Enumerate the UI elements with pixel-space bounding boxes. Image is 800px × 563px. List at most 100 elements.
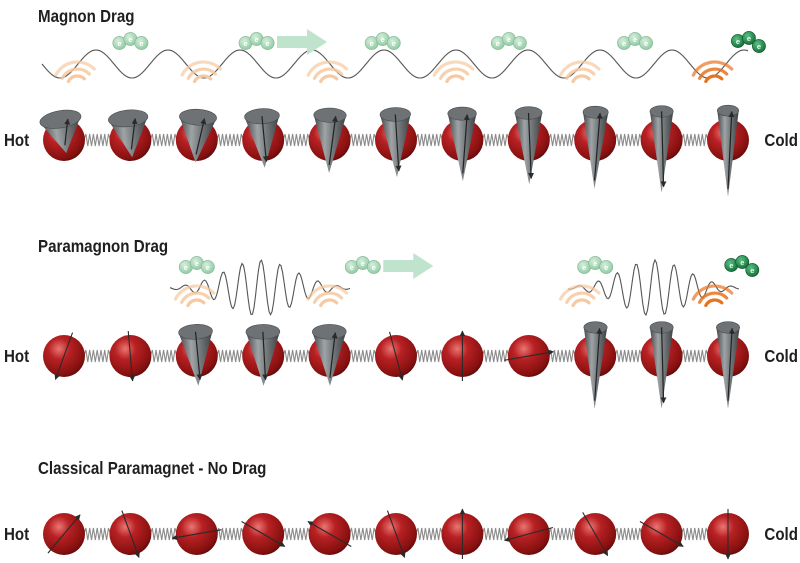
cone-body — [447, 113, 477, 182]
panel-title: Magnon Drag — [38, 6, 135, 27]
precession-cone — [312, 324, 347, 386]
precession-cone — [313, 107, 347, 173]
spring — [415, 349, 443, 363]
electron-label: e — [736, 37, 740, 46]
electron-label: e — [361, 259, 365, 268]
cone-body — [717, 110, 739, 197]
spin-arrow — [127, 331, 135, 382]
wave-arc — [173, 284, 216, 301]
spring — [681, 349, 709, 363]
spring — [216, 133, 244, 147]
cone-body — [582, 112, 609, 189]
wave-arc — [698, 67, 729, 80]
wave-arc — [192, 74, 213, 84]
spring — [681, 527, 709, 541]
electron — [134, 36, 149, 50]
spring — [216, 349, 244, 363]
cone-top — [108, 109, 149, 128]
panel-art — [43, 508, 749, 560]
spin-arrow — [593, 112, 603, 181]
precession-cone — [514, 106, 543, 185]
paramagnon-wave-packet — [567, 258, 740, 317]
spring — [415, 133, 443, 147]
wave-arc — [571, 298, 591, 308]
spin-arrow — [171, 529, 222, 541]
cone-body — [245, 331, 280, 386]
wave-arc — [306, 60, 349, 77]
wave-arc — [432, 60, 475, 77]
electron-label: e — [243, 39, 247, 48]
spring — [349, 349, 377, 363]
spin-arrow — [504, 349, 554, 361]
spring — [548, 133, 576, 147]
wave-arc — [180, 60, 223, 77]
spring — [282, 133, 311, 147]
wave-arc — [319, 298, 339, 308]
cone-body — [380, 114, 411, 178]
cone-body — [649, 327, 674, 409]
wave-arc — [704, 74, 724, 84]
cone-body — [649, 111, 674, 193]
cone-body — [583, 327, 608, 409]
electron — [639, 36, 653, 50]
spring — [415, 527, 443, 541]
wave-arc — [445, 74, 465, 84]
electron-label: e — [195, 259, 199, 268]
electron-label: e — [622, 39, 626, 48]
spring — [83, 349, 111, 363]
electron-label: e — [518, 39, 522, 48]
spin-arrow — [54, 332, 74, 381]
electron-label: e — [729, 261, 733, 270]
spin-arrow — [130, 117, 138, 150]
wave-arc — [565, 67, 596, 80]
precession-cone — [178, 324, 213, 386]
wave-emission-arcs — [306, 60, 349, 84]
precession-cone — [583, 321, 608, 409]
spring — [216, 527, 244, 541]
precession-cone — [716, 104, 740, 197]
wave-emission-arcs — [432, 60, 475, 84]
spin-arrow — [527, 112, 534, 179]
cone-body — [312, 331, 347, 386]
spin-arrow — [727, 327, 735, 401]
spin-arrow — [394, 114, 402, 172]
wave-emission-arcs — [306, 284, 349, 308]
spring — [481, 527, 510, 541]
precession-cone — [649, 321, 674, 409]
electron-label: e — [604, 263, 608, 272]
electron — [260, 36, 275, 50]
spring — [548, 527, 576, 541]
spring — [548, 349, 576, 363]
precession-cone — [244, 108, 280, 168]
spin-arrow — [660, 111, 667, 188]
electron-label: e — [372, 263, 376, 272]
wave-arc — [704, 298, 724, 308]
electron-label: e — [381, 35, 385, 44]
flow-direction-arrow — [383, 253, 434, 279]
electron-label: e — [633, 35, 637, 44]
electron — [735, 255, 750, 269]
spin-arrow — [660, 327, 667, 404]
wave-emission-arcs — [691, 284, 734, 308]
wave-arc — [186, 67, 218, 80]
wave-arc — [439, 67, 470, 80]
wave-emission-arcs — [691, 60, 734, 84]
spring — [149, 133, 178, 147]
spring — [681, 133, 709, 147]
precession-cone — [716, 321, 740, 409]
panel-title: Paramagnon Drag — [38, 236, 168, 257]
spring — [282, 349, 311, 363]
spin-arrow — [582, 512, 609, 557]
wave-arc — [60, 67, 91, 80]
electron-label: e — [117, 39, 121, 48]
spin-arrow — [121, 510, 140, 559]
electron-label: e — [206, 263, 210, 272]
spin-arrow — [504, 526, 554, 542]
precession-cone — [179, 108, 217, 163]
electron-label: e — [593, 259, 597, 268]
spin-arrow — [639, 521, 684, 547]
